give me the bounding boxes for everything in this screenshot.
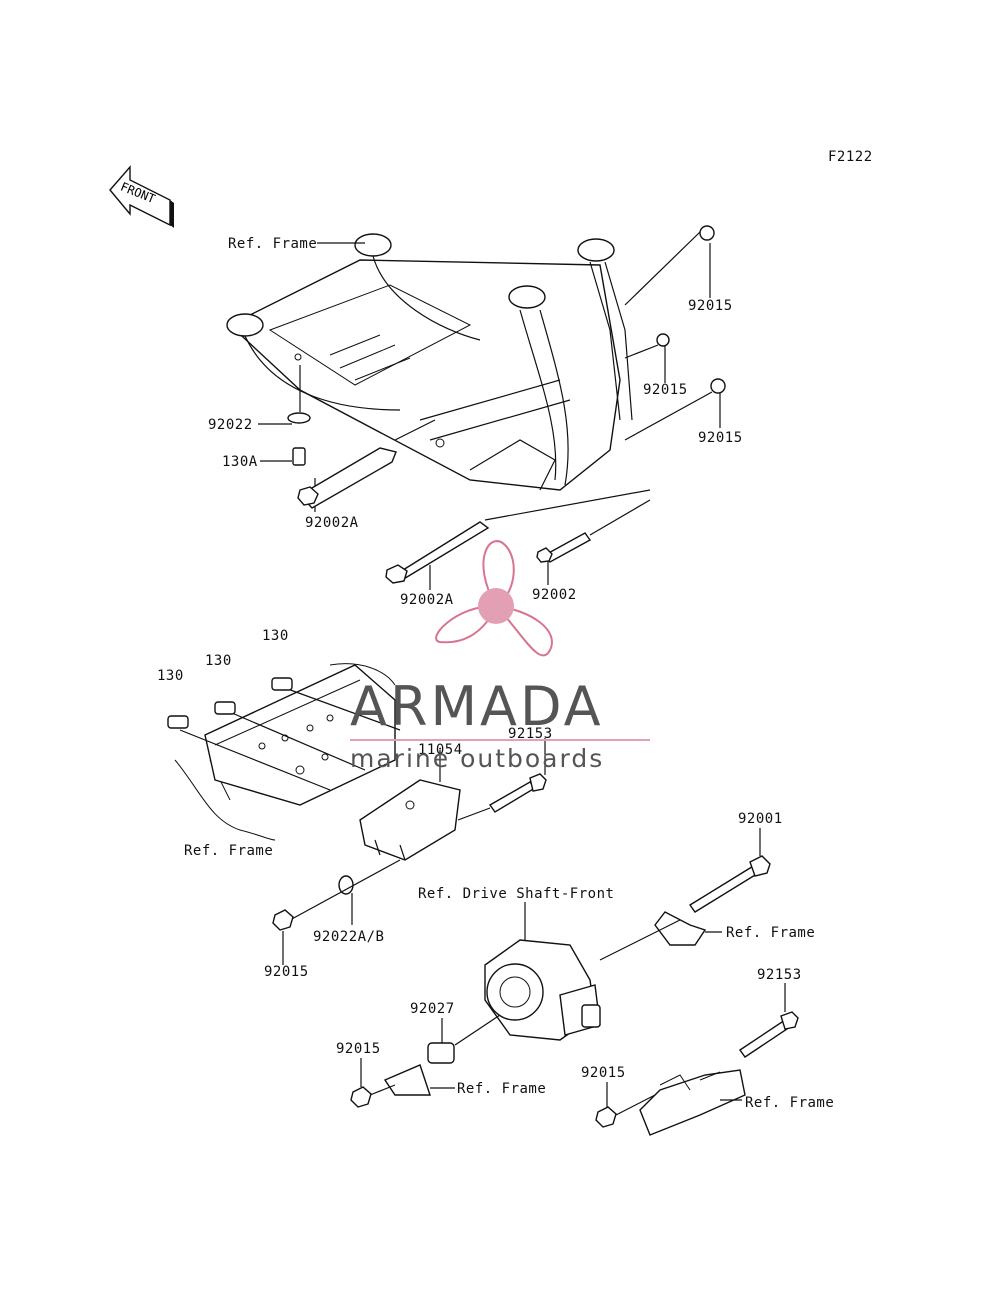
label-92015-bottom-right: 92015	[581, 1065, 626, 1081]
label-92015-c: 92015	[698, 430, 743, 446]
label-92015-left: 92015	[264, 964, 309, 980]
label-92002a-top: 92002A	[305, 515, 359, 531]
label-92002a-mid: 92002A	[400, 592, 454, 608]
label-92022: 92022	[208, 417, 253, 433]
label-92153-top: 92153	[508, 726, 553, 742]
armada-logo-icon	[435, 540, 553, 657]
label-92001: 92001	[738, 811, 783, 827]
watermark-brand: ARMADA	[350, 675, 604, 738]
label-130a: 130A	[222, 454, 258, 470]
label-ref-drive-shaft-front: Ref. Drive Shaft-Front	[418, 886, 615, 902]
watermark-tagline: marine outboards	[350, 744, 605, 773]
front-arrow-icon: FRONT	[109, 165, 174, 228]
label-11054: 11054	[418, 742, 463, 758]
drive-shaft-drawing	[350, 828, 799, 1136]
figure-code: F2122	[828, 149, 873, 165]
upper-fasteners	[287, 225, 726, 584]
label-ref-frame-top: Ref. Frame	[228, 236, 318, 252]
label-92015-a: 92015	[688, 298, 733, 314]
label-92022ab: 92022A/B	[313, 929, 385, 945]
label-92153-bottom: 92153	[757, 967, 802, 983]
label-92002: 92002	[532, 587, 577, 603]
label-ref-frame-bottom-right: Ref. Frame	[745, 1095, 835, 1111]
label-92027: 92027	[410, 1001, 455, 1017]
label-92015-bottom-left: 92015	[336, 1041, 381, 1057]
label-92015-b: 92015	[643, 382, 688, 398]
label-130-a: 130	[262, 628, 289, 644]
label-130-b: 130	[205, 653, 232, 669]
label-130-c: 130	[157, 668, 184, 684]
middle-bracket-drawing	[167, 663, 547, 965]
watermark-divider	[350, 739, 650, 741]
leader-lines-upper	[258, 231, 721, 590]
label-ref-frame-bottom: Ref. Frame	[457, 1081, 547, 1097]
label-ref-frame-right-a: Ref. Frame	[726, 925, 816, 941]
label-ref-frame-left: Ref. Frame	[184, 843, 274, 859]
upper-frame-drawing	[226, 233, 633, 491]
